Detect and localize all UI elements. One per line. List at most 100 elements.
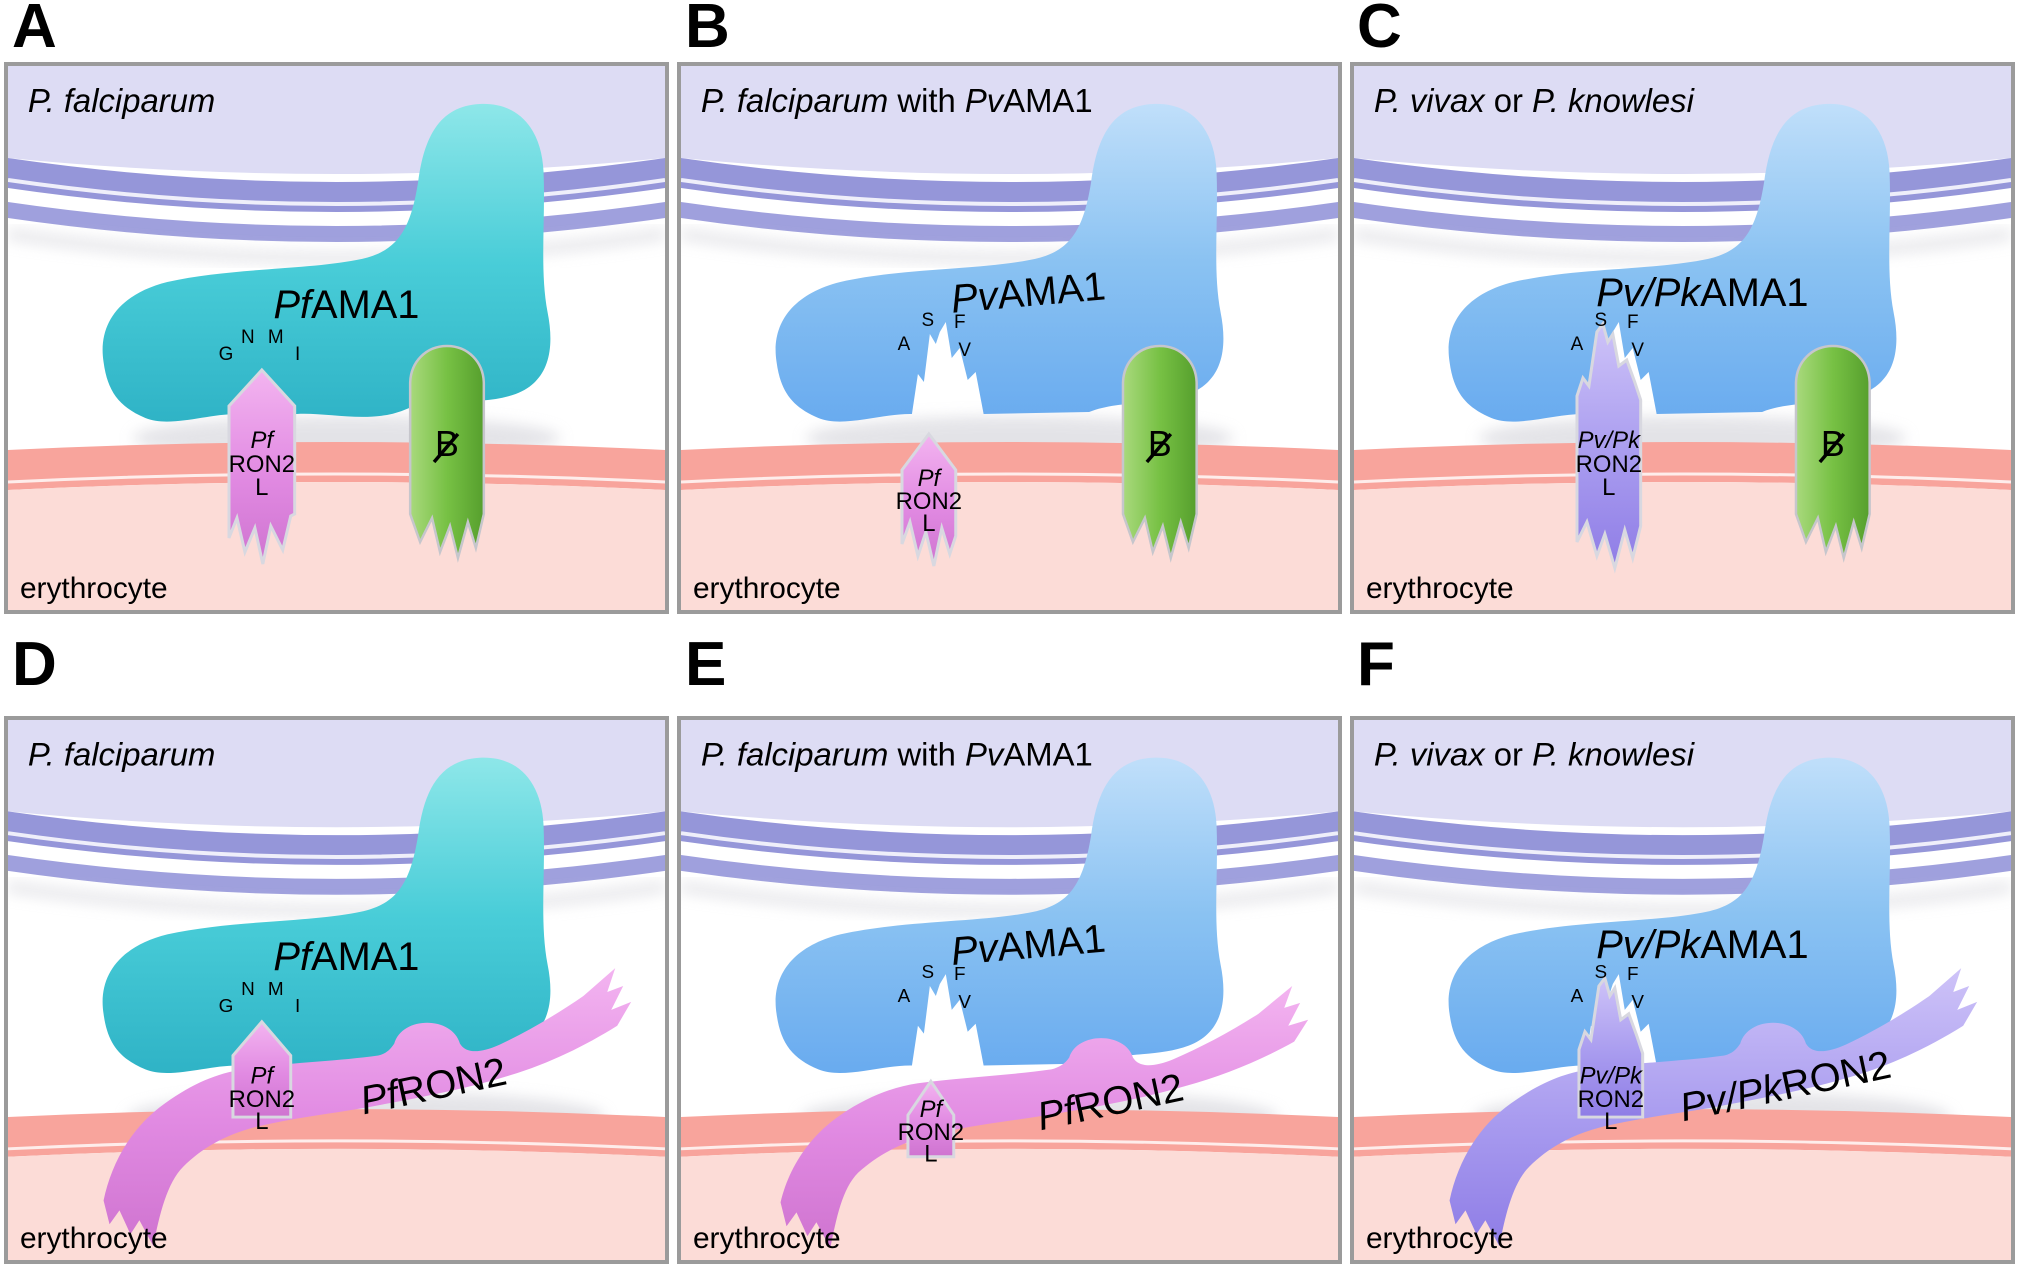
protein-b-rod: B — [1794, 344, 1871, 563]
membrane-inner-line — [1354, 178, 2011, 206]
membrane-shadow — [681, 880, 1338, 917]
ama1-blob — [775, 103, 1224, 422]
residue-left: A — [1571, 334, 1584, 355]
residue-top-left: N — [241, 327, 255, 348]
ron2l-peptide — [900, 431, 958, 567]
residue-top-right: F — [1627, 964, 1639, 985]
ama1-blob — [102, 757, 551, 1073]
residue-top-right: M — [268, 979, 284, 1000]
residue-left: A — [898, 334, 911, 355]
ron2-ribbon — [103, 968, 632, 1247]
erythrocyte-membrane-line — [681, 1139, 1338, 1151]
ron2l-label-mid: RON2 — [1576, 451, 1642, 478]
ron2l-label-mid: RON2 — [1578, 1086, 1644, 1113]
protein-b-label-slash — [432, 432, 460, 464]
protein-b-rod: B — [408, 344, 486, 563]
panel-letter-b: B — [685, 0, 731, 61]
panel-c: B Pv/Pk RON2 L A S F V Pv/PkAMA1 P. viva… — [1350, 62, 2015, 614]
ron2l-label-mid: RON2 — [229, 451, 295, 478]
ron2l-peptide — [227, 367, 297, 565]
ama1-label: PfAMA1 — [273, 935, 419, 979]
panel-letter-e: E — [685, 630, 728, 699]
ama1-label: PvAMA1 — [949, 264, 1107, 321]
ron2l-label-sub: L — [922, 510, 935, 537]
panel-e: Pf RON2 L A S F V PvAMA1 PfRON2 P. falci… — [677, 716, 1342, 1264]
ron2l-label-sub: L — [924, 1141, 937, 1168]
membrane-shadow — [8, 880, 665, 917]
erythrocyte-cytoplasm — [8, 482, 665, 610]
ron2l-label-sub: L — [255, 1108, 268, 1135]
ama1-label: Pv/PkAMA1 — [1596, 271, 1808, 315]
residue-left: A — [1571, 986, 1584, 1007]
ron2l-peptide — [231, 1019, 293, 1119]
residue-left: A — [898, 986, 911, 1007]
residue-right: V — [958, 340, 971, 361]
panel-title: P. falciparum with PvAMA1 — [701, 82, 1093, 119]
ron2l-label-sub: L — [255, 474, 268, 501]
erythrocyte-label: erythrocyte — [20, 572, 168, 605]
ron2l-label-mid: RON2 — [229, 1086, 295, 1113]
ama1-label: Pv/PkAMA1 — [1596, 923, 1808, 967]
residue-right: I — [295, 996, 300, 1017]
ron2l-peptide — [906, 1078, 956, 1159]
erythrocyte-membrane-line — [1354, 1139, 2011, 1151]
residue-right: V — [958, 992, 971, 1013]
erythrocyte-label: erythrocyte — [1366, 572, 1514, 605]
residue-top-left: S — [922, 962, 935, 983]
ron2l-label-mid: RON2 — [896, 488, 962, 515]
membrane-inner-line — [8, 831, 665, 859]
residue-top-left: N — [241, 979, 255, 1000]
ron2l-peptide — [1575, 320, 1643, 574]
membrane-shadow — [8, 228, 665, 264]
erythrocyte-label: erythrocyte — [693, 572, 841, 605]
residue-top-left: S — [1595, 310, 1608, 331]
panel-letter-d: D — [12, 630, 58, 699]
membrane-inner-line — [681, 178, 1338, 206]
ama1-blob — [1448, 103, 1897, 422]
membrane-shadow — [681, 228, 1338, 264]
erythrocyte-membrane-band — [8, 442, 665, 490]
erythrocyte-label: erythrocyte — [20, 1222, 168, 1255]
ama1-blob — [1448, 757, 1897, 1073]
residue-top-right: F — [954, 312, 966, 333]
ron2l-label-prefix: Pf — [251, 1062, 276, 1089]
residue-top-left: S — [922, 310, 935, 331]
panel-title: P. falciparum with PvAMA1 — [701, 736, 1093, 773]
residue-top-right: F — [1627, 312, 1639, 333]
erythrocyte-membrane-line — [8, 472, 665, 484]
panel-letter-f: F — [1357, 630, 1396, 699]
ama1-blob — [775, 757, 1224, 1073]
panel-f: Pv/Pk RON2 L A S F V Pv/PkAMA1 Pv/PkRON2… — [1350, 716, 2015, 1264]
panel-title: P. falciparum — [28, 82, 215, 119]
erythrocyte-label: erythrocyte — [1366, 1222, 1514, 1255]
panel-title: P. vivax or P. knowlesi — [1374, 736, 1696, 773]
protein-b-rod: B — [1121, 344, 1198, 563]
ama1-label: PfAMA1 — [273, 283, 419, 327]
erythrocyte-label: erythrocyte — [693, 1222, 841, 1255]
ron2l-peptide — [1577, 974, 1645, 1119]
panel-d: Pf RON2 L G N M I PfAMA1 PfRON2 P. falci… — [4, 716, 669, 1264]
protein-b-label-slash — [1145, 432, 1173, 464]
residue-left: G — [219, 344, 234, 365]
membrane-shadow — [1354, 228, 2011, 264]
panel-a: B Pf RON2 L G N M I PfAMA1 P. falciparum… — [4, 62, 669, 614]
residue-top-right: F — [954, 964, 966, 985]
erythrocyte-membrane-line — [681, 472, 1338, 484]
ron2l-label-mid: RON2 — [898, 1119, 964, 1146]
erythrocyte-membrane-line — [1354, 472, 2011, 484]
ron2-ribbon — [780, 986, 1309, 1249]
residue-left: G — [219, 996, 234, 1017]
protein-b-label-slash — [1818, 432, 1846, 464]
ron2l-label-sub: L — [1602, 474, 1615, 501]
erythrocyte-membrane-line — [8, 1139, 665, 1151]
ron2l-label-prefix: Pf — [251, 427, 276, 454]
panel-b: B Pf RON2 L A S F V PvAMA1 P. falciparum… — [677, 62, 1342, 614]
residue-top-right: M — [268, 327, 284, 348]
membrane-inner-line — [681, 831, 1338, 859]
panel-letter-c: C — [1357, 0, 1403, 61]
residue-right: I — [295, 344, 300, 365]
ron2l-label-prefix: Pf — [918, 465, 943, 492]
ron2l-label-prefix: Pf — [920, 1096, 945, 1123]
ama1-blob — [102, 103, 551, 422]
residue-right: V — [1631, 992, 1644, 1013]
